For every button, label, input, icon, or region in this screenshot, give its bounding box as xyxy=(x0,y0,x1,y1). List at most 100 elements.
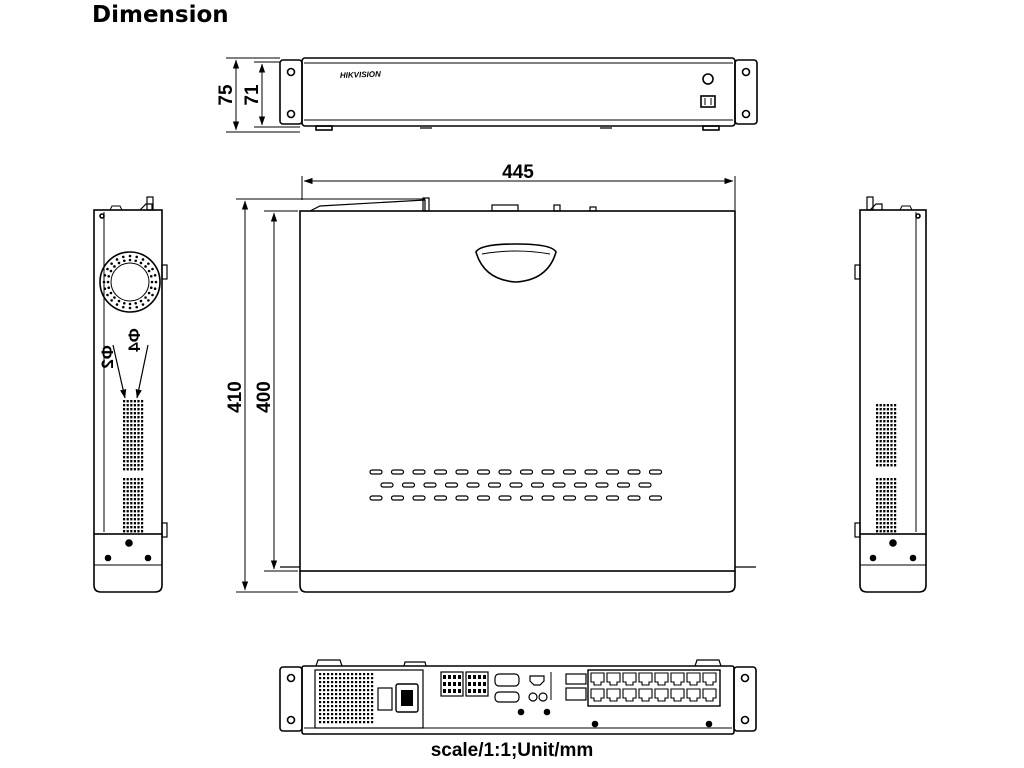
psu-grille-hole xyxy=(351,705,354,708)
psu-grille-hole xyxy=(367,685,370,688)
fan-grille-hole xyxy=(102,280,106,284)
hdmi-port-icon xyxy=(529,675,545,686)
vent-hole xyxy=(894,514,897,517)
vent-hole xyxy=(876,412,879,415)
vent-hole xyxy=(879,490,882,493)
vent-hole xyxy=(130,440,133,443)
psu-grille-hole xyxy=(347,697,350,700)
psu-grille-hole xyxy=(347,685,350,688)
psu-grille-hole xyxy=(339,701,342,704)
vent-hole xyxy=(894,478,897,481)
vent-hole xyxy=(879,444,882,447)
vent-hole xyxy=(123,486,126,489)
terminal-pin xyxy=(473,689,476,693)
psu-grille-hole xyxy=(351,697,354,700)
vent-hole xyxy=(883,494,886,497)
psu-grille-hole xyxy=(367,681,370,684)
vent-hole xyxy=(886,530,889,533)
psu-grille-hole xyxy=(347,681,350,684)
vent-hole xyxy=(879,432,882,435)
fan-grille-hole xyxy=(151,267,154,271)
vent-hole xyxy=(879,502,882,505)
psu-grille-hole xyxy=(359,673,362,676)
psu-grille-hole xyxy=(367,697,370,700)
vent-hole xyxy=(126,526,129,529)
vent-hole xyxy=(130,502,133,505)
vent-hole xyxy=(137,506,140,509)
vent-hole xyxy=(141,526,144,529)
front-height-dimensions xyxy=(226,57,300,133)
vent-hole xyxy=(876,486,879,489)
psu-grille-hole xyxy=(367,717,370,720)
vent-hole xyxy=(133,486,136,489)
audio-out-icon xyxy=(528,692,538,702)
vent-hole xyxy=(133,408,136,411)
lan-uplink-port-icon xyxy=(565,687,587,701)
vent-hole xyxy=(883,416,886,419)
vent-slot xyxy=(627,469,641,475)
vent-hole xyxy=(886,510,889,513)
terminal-pin xyxy=(448,675,451,679)
psu-grille-hole xyxy=(327,689,330,692)
vent-slot xyxy=(369,495,383,501)
psu-grille-hole xyxy=(371,721,374,724)
psu-grille-hole xyxy=(367,721,370,724)
rear-chassis xyxy=(301,665,735,735)
vent-hole xyxy=(133,420,136,423)
vent-hole xyxy=(876,444,879,447)
fan-grille-hole xyxy=(113,296,116,299)
vent-hole xyxy=(883,486,886,489)
rear-view xyxy=(279,659,757,735)
vent-hole xyxy=(894,518,897,521)
psu-grille-hole xyxy=(363,721,366,724)
vent-hole xyxy=(886,464,889,467)
vent-hole xyxy=(886,460,889,463)
lan-port-icon xyxy=(654,672,669,686)
psu-grille-hole xyxy=(351,673,354,676)
vent-hole xyxy=(133,498,136,501)
vent-hole xyxy=(130,464,133,467)
vent-hole xyxy=(894,522,897,525)
vent-slot xyxy=(455,469,469,475)
fan-grille-hole xyxy=(113,265,116,268)
lan-port-icon xyxy=(670,688,685,702)
vent-hole xyxy=(879,510,882,513)
fan-grille-hole xyxy=(139,261,143,265)
psu-grille-hole xyxy=(355,697,358,700)
lid-grip xyxy=(475,243,557,283)
lan-port-icon xyxy=(638,688,653,702)
psu-grille-hole xyxy=(351,677,354,680)
vent-hole xyxy=(883,522,886,525)
vent-hole xyxy=(141,490,144,493)
vent-hole xyxy=(137,478,140,481)
psu-grille-hole xyxy=(331,709,334,712)
psu-grille-hole xyxy=(343,701,346,704)
psu-grille-hole xyxy=(335,693,338,696)
vent-hole xyxy=(894,440,897,443)
page-title: Dimension xyxy=(92,2,229,28)
terminal-pin xyxy=(458,689,461,693)
fan-grille-hole xyxy=(106,267,109,271)
vent-hole xyxy=(876,436,879,439)
psu-grille-hole xyxy=(367,673,370,676)
vent-slot xyxy=(595,482,609,488)
vent-hole xyxy=(879,518,882,521)
psu-grille-hole xyxy=(319,709,322,712)
vent-hole xyxy=(126,452,129,455)
vent-hole xyxy=(133,490,136,493)
psu-grille-hole xyxy=(319,677,322,680)
vent-hole xyxy=(886,444,889,447)
vent-hole xyxy=(126,506,129,509)
vent-hole xyxy=(890,530,893,533)
vent-hole xyxy=(133,428,136,431)
psu-grille-hole xyxy=(339,717,342,720)
psu-grille-hole xyxy=(319,693,322,696)
vent-slot xyxy=(616,482,631,488)
psu-grille-hole xyxy=(359,681,362,684)
vent-slot xyxy=(584,469,598,475)
psu-grille-hole xyxy=(359,697,362,700)
vent-hole xyxy=(883,526,886,529)
psu-grille-hole xyxy=(351,693,354,696)
vent-hole xyxy=(141,530,144,533)
vent-hole xyxy=(876,456,879,459)
